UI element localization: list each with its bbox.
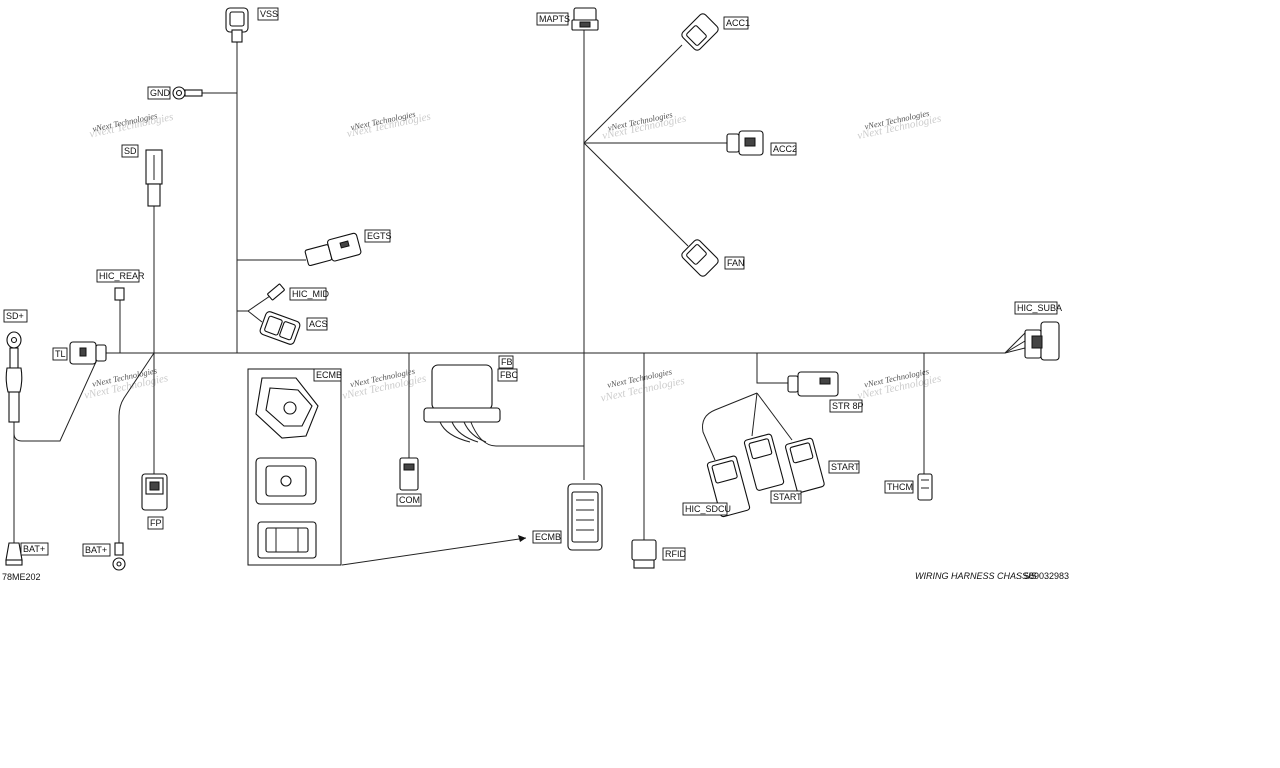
svg-text:ACC1: ACC1 [726,18,750,28]
title-block-separator: : [1016,571,1019,581]
svg-text:HIC_REAR: HIC_REAR [99,271,145,281]
svg-text:EGTS: EGTS [367,231,392,241]
svg-text:FBC: FBC [500,370,519,380]
label-bat-plus-left: BAT+ [20,542,49,556]
svg-text:HIC_SDCU: HIC_SDCU [685,504,731,514]
title-block-title: WIRING HARNESS CHASSIS [915,571,1037,581]
svg-text:BAT+: BAT+ [23,544,45,554]
label-ecmb-box: ECMB [313,368,342,382]
label-sd: SD [121,144,139,158]
svg-text:THCM: THCM [887,482,913,492]
hic-rear-connector [114,287,125,301]
watermark-7: vNext Technologies vNext Technologies [600,366,686,404]
svg-text:START: START [831,462,860,472]
label-acc1: ACC1 [723,16,750,30]
label-start-1: START [828,460,860,474]
label-fp: FP [147,516,164,530]
label-acs: ACS [306,317,328,331]
watermark-2: vNext Technologies vNext Technologies [346,109,432,141]
watermark-6: vNext Technologies vNext Technologies [341,366,427,402]
label-hic-rear: HIC_REAR [96,269,145,283]
svg-text:COM: COM [399,495,420,505]
svg-text:GND: GND [150,88,171,98]
label-thcm: THCM [884,480,914,494]
label-hic-suba: HIC_SUBA [1014,301,1062,315]
label-acc2: ACC2 [770,142,797,156]
svg-text:ECMB: ECMB [316,370,342,380]
gnd-ring-terminal [172,86,203,100]
label-bat-plus-right: BAT+ [82,543,111,557]
ecmb-connector [567,483,603,551]
svg-text:ACS: ACS [309,319,328,329]
svg-text:STR 8P: STR 8P [832,401,864,411]
svg-text:ACC2: ACC2 [773,144,797,154]
label-mapts: MAPTS [536,12,570,26]
hic-sdcu-connector [706,455,751,518]
fb-fuse-block [423,364,501,443]
sd-connector [145,149,163,207]
svg-text:SD: SD [124,146,137,156]
svg-text:START: START [773,492,802,502]
label-start-2: START [770,490,802,504]
bat-plus-terminal-left [5,542,23,566]
svg-text:FP: FP [150,518,162,528]
watermark-3: vNext Technologies vNext Technologies [601,109,687,142]
label-hic-sdcu: HIC_SDCU [682,502,731,516]
svg-text:FB: FB [501,357,513,367]
tl-connector [69,341,107,365]
svg-text:MAPTS: MAPTS [539,14,570,24]
hic-suba-connector [1024,321,1060,361]
start-connector-1 [743,433,785,491]
label-tl: TL [52,347,68,361]
svg-text:HIC_MID: HIC_MID [292,289,330,299]
figure-code: 78ME202 [2,572,41,582]
watermark-1: vNext Technologies vNext Technologies [88,110,174,140]
svg-text:RFID: RFID [665,549,686,559]
str-8p-connector [787,371,839,397]
label-str-8p: STR 8P [829,399,864,413]
bat-plus-ring-terminal [112,542,126,571]
hic-mid-connector [267,283,285,301]
label-hic-mid: HIC_MID [289,287,330,301]
thcm-connector [917,473,933,501]
label-ecmb: ECMB [532,530,562,544]
svg-text:HIC_SUBA: HIC_SUBA [1017,303,1062,313]
svg-text:VSS: VSS [260,9,278,19]
label-fan: FAN [724,256,745,270]
svg-text:FAN: FAN [727,258,745,268]
mapts-connector [571,7,599,31]
wires [13,30,1026,566]
label-fb: FB [498,355,514,369]
acc1-connector [681,13,719,51]
vss-connector [225,7,249,43]
ecmb-views-box [247,368,342,566]
label-rfid: RFID [662,547,686,561]
acs-connector [259,311,301,345]
com-connector [399,457,419,491]
rfid-connector [631,539,657,569]
watermark-8: vNext Technologies vNext Technologies [856,366,942,402]
svg-text:TL: TL [55,349,66,359]
watermark-4: vNext Technologies vNext Technologies [856,108,942,142]
label-gnd: GND [147,86,171,100]
title-block-part-number: 589032983 [1024,571,1069,581]
egts-connector [304,232,362,267]
label-sd-plus: SD+ [3,309,28,323]
label-com: COM [396,493,422,507]
fan-connector [681,239,719,277]
label-egts: EGTS [364,229,392,243]
svg-text:SD+: SD+ [6,311,24,321]
svg-text:BAT+: BAT+ [85,545,107,555]
svg-text:ECMB: ECMB [535,532,561,542]
fp-connector [141,473,168,511]
sd-plus-terminal [5,331,23,423]
label-fbc: FBC [497,368,519,382]
acc2-connector [726,130,764,156]
label-vss: VSS [257,7,279,21]
title-block: WIRING HARNESS CHASSIS : 589032983 [915,571,1069,581]
start-connector-2 [784,437,825,494]
